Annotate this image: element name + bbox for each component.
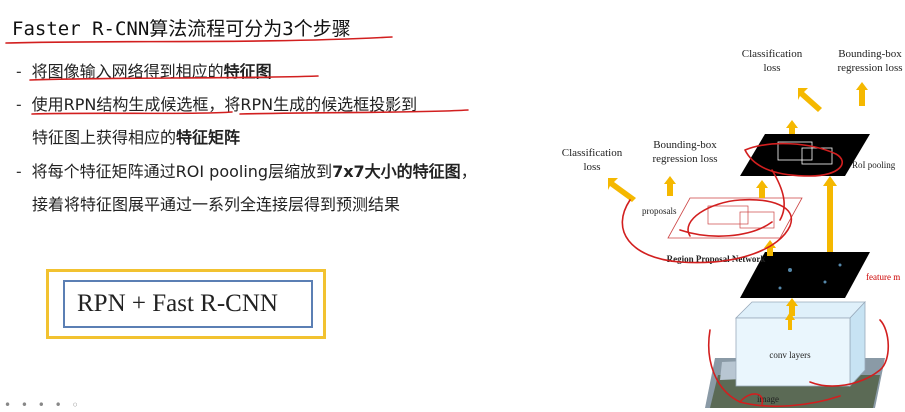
bullet-2b-text: 特征图上获得相应的 xyxy=(32,128,177,147)
flow-arrows xyxy=(608,82,868,330)
bullet-3-bold: 7x7大小的特征图 xyxy=(332,162,461,181)
rpn-label: Region Proposal Network xyxy=(667,254,766,264)
bullet-3-continuation: 接着将特征图展平通过一系列全连接层得到预测结果 xyxy=(32,191,400,215)
bullet-1: -将图像输入网络得到相应的特征图 xyxy=(14,58,272,82)
arrow-rpn-to-roi xyxy=(756,180,768,198)
arrow-image-to-conv xyxy=(785,312,795,330)
cls-loss-left-l1: Classification xyxy=(562,147,623,159)
ink-underline-bullet2a xyxy=(31,111,233,115)
ink-underlines xyxy=(5,36,469,115)
slide-title-text: Faster R-CNN算法流程可分为3个步骤 xyxy=(12,18,351,40)
bullet-3-suffix: ， xyxy=(460,162,477,181)
bullet-dash: - xyxy=(14,95,24,114)
roi-pooling-layer: RoI pooling xyxy=(740,134,896,176)
faster-rcnn-diagram: image conv layers feature m proposals Re… xyxy=(562,48,903,408)
feature-maps-label: feature m xyxy=(866,272,900,282)
bullet-1-text: 将图像输入网络得到相应的 xyxy=(31,62,224,81)
proposals-label: proposals xyxy=(642,206,677,216)
formula-box: RPN + Fast R-CNN xyxy=(63,280,313,328)
ink-underline-bullet2b xyxy=(239,109,469,115)
bullet-2-text: 使用RPN结构生成候选框，将RPN生成的候选框投影到 xyxy=(31,95,418,114)
roi-pooling-label: RoI pooling xyxy=(852,160,896,170)
ink-underline-title xyxy=(5,36,393,44)
bullet-1-bold: 特征图 xyxy=(223,62,272,81)
bullet-3: -将每个特征矩阵通过ROI pooling层缩放到7x7大小的特征图， xyxy=(14,158,477,182)
bullet-3b-text: 接着将特征图展平通过一系列全连接层得到预测结果 xyxy=(32,195,401,214)
cls-loss-top-l2: loss xyxy=(763,62,780,74)
ink-underline-bullet1 xyxy=(29,75,319,81)
bbox-loss-top-l1: Bounding-box xyxy=(838,48,902,60)
bullet-3-text: 将每个特征矩阵通过ROI pooling层缩放到 xyxy=(31,162,333,181)
image-label: image xyxy=(757,394,779,404)
slide-title: Faster R-CNN算法流程可分为3个步骤 xyxy=(12,14,351,41)
arrow-feature-to-roi xyxy=(823,176,837,252)
arrow-roi-reg-top xyxy=(856,82,868,106)
formula-text: RPN + Fast R-CNN xyxy=(77,290,278,317)
arrow-rpn-cls xyxy=(608,178,636,202)
bbox-loss-top-l2: regression loss xyxy=(837,62,902,74)
arrow-conv-to-feature xyxy=(786,298,798,316)
arrow-roi-up xyxy=(786,120,798,134)
pagination-dots: • • • • ◦ xyxy=(4,398,82,412)
bbox-loss-mid-l2: regression loss xyxy=(652,153,717,165)
cls-loss-left-l2: loss xyxy=(583,161,600,173)
formula-outer-box xyxy=(46,269,326,339)
bullet-2: -使用RPN结构生成候选框，将RPN生成的候选框投影到 xyxy=(14,91,417,115)
ink-annotations xyxy=(621,142,890,408)
conv-layers-label: conv layers xyxy=(769,350,811,360)
cls-loss-top-l1: Classification xyxy=(742,48,803,60)
conv-layers-block: conv layers xyxy=(735,300,866,388)
arrow-roi-cls xyxy=(798,88,822,112)
arrow-rpn-reg xyxy=(664,176,676,196)
bullet-2-continuation: 特征图上获得相应的特征矩阵 xyxy=(32,124,240,148)
bbox-loss-mid-l1: Bounding-box xyxy=(653,139,717,151)
bullet-dash: - xyxy=(14,62,24,81)
bullet-2b-bold: 特征矩阵 xyxy=(176,128,241,147)
feature-maps-layer: feature m xyxy=(740,252,900,298)
bullet-dash: - xyxy=(14,162,24,181)
